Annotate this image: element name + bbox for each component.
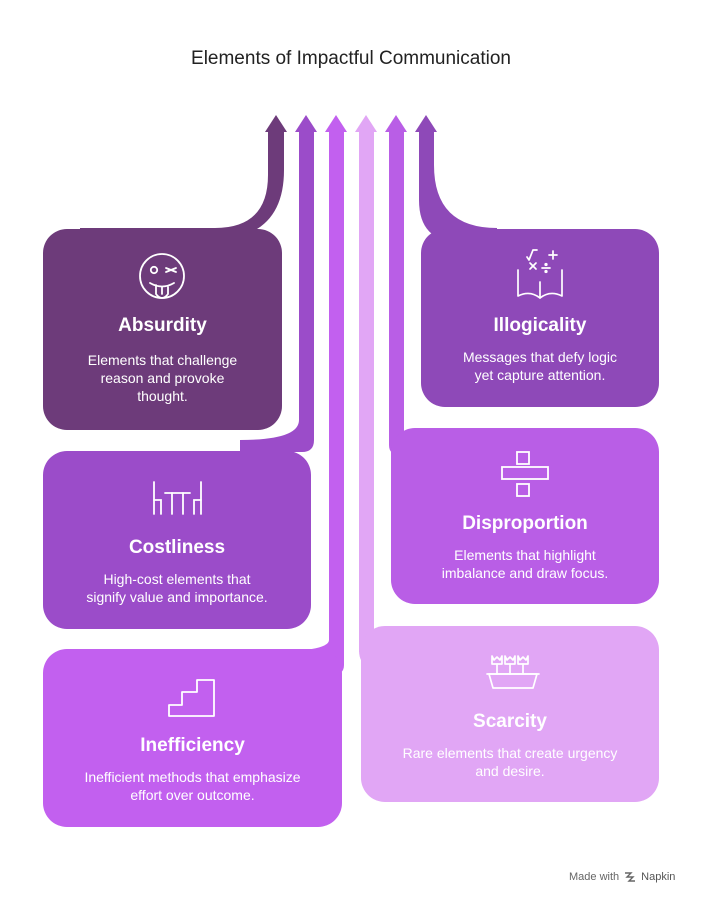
inefficiency-description: Inefficient methods that emphasize effor… [43, 768, 342, 804]
disproportion-description-line: imbalance and draw focus. [441, 565, 609, 581]
scarcity-description-line: and desire. [475, 763, 545, 779]
costliness-description-line: High-cost elements that [103, 571, 251, 587]
disproportion-description-line: Elements that highlight [454, 547, 596, 563]
scarcity-description-line: Rare elements that create urgency [402, 745, 618, 761]
disproportion-description: Elements that highlight imbalance and dr… [391, 546, 659, 582]
uneven-blocks-icon [501, 451, 549, 497]
footer-attribution: Made with Napkin [569, 871, 675, 883]
absurdity-shape [43, 115, 287, 430]
illogicality-description-line: yet capture attention. [474, 367, 606, 383]
illogicality-shape [415, 115, 659, 407]
inefficiency-description-line: Inefficient methods that emphasize [84, 769, 301, 785]
costliness-heading: Costliness [128, 537, 226, 558]
math-book-icon [517, 249, 563, 299]
scarcity-shape [355, 115, 659, 802]
absurdity-heading: Absurdity [118, 315, 207, 336]
costliness-shape [43, 115, 317, 629]
absurdity-description-line: thought. [137, 388, 188, 404]
absurdity-description-line: Elements that challenge [87, 352, 238, 368]
scarcity-description: Rare elements that create urgency and de… [361, 744, 659, 780]
dining-table-icon [153, 481, 202, 515]
footer-made-with: Made with [569, 871, 620, 883]
napkin-logo-icon [625, 872, 636, 882]
disproportion-shape [385, 115, 659, 604]
diagram-title: Elements of Impactful Communication [191, 48, 511, 69]
illogicality-description-line: Messages that defy logic [462, 349, 618, 365]
illogicality-heading: Illogicality [493, 315, 587, 336]
inefficiency-heading: Inefficiency [140, 735, 245, 756]
costliness-description-line: signify value and importance. [86, 589, 268, 605]
illogicality-description: Messages that defy logic yet capture att… [421, 348, 659, 384]
scarcity-heading: Scarcity [473, 711, 547, 732]
tongue-wink-face-icon [139, 253, 185, 299]
absurdity-description-line: reason and provoke [100, 370, 225, 386]
stairs-icon [168, 679, 215, 717]
absurdity-description: Elements that challenge reason and provo… [43, 351, 282, 405]
inefficiency-description-line: effort over outcome. [130, 787, 255, 803]
footer-brand: Napkin [641, 871, 676, 883]
inefficiency-shape [43, 115, 347, 827]
disproportion-heading: Disproportion [462, 513, 588, 534]
flower-planter-icon [486, 655, 540, 689]
costliness-description: High-cost elements that signify value an… [43, 570, 311, 606]
